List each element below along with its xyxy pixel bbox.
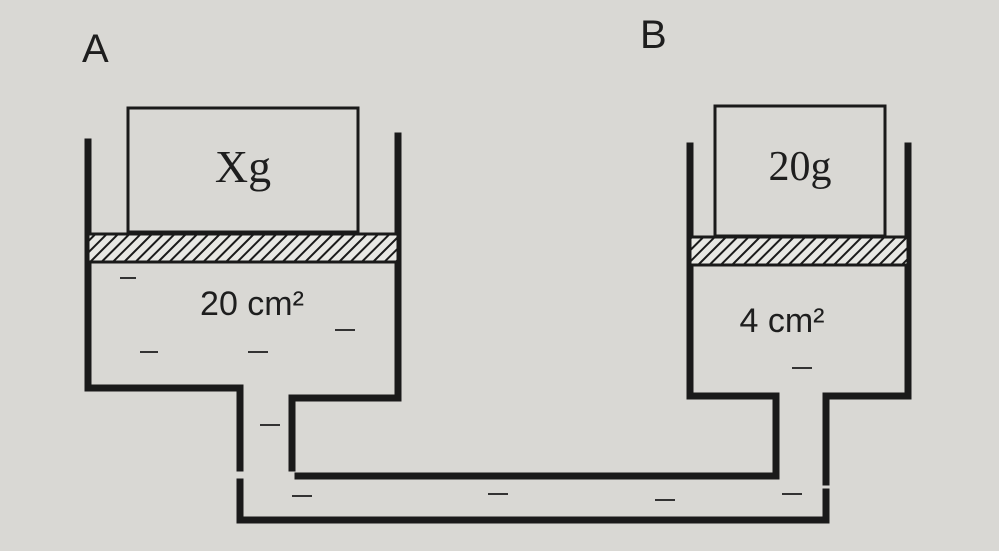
piston-b xyxy=(688,235,910,267)
weight-a: Xg xyxy=(126,106,360,234)
container-a xyxy=(84,132,402,472)
area-b-label: 4 cm² xyxy=(740,302,825,340)
area-a-label: 20 cm² xyxy=(200,285,304,323)
label-b: B xyxy=(640,13,667,57)
liquid-marks xyxy=(120,277,812,501)
mass-b-label: 20g xyxy=(769,144,832,190)
weight-b: 20g xyxy=(713,104,887,238)
label-a: A xyxy=(82,27,109,71)
mass-a-label: Xg xyxy=(215,141,271,192)
connecting-pipe xyxy=(236,478,830,524)
piston-a xyxy=(86,232,400,264)
container-b xyxy=(294,142,912,486)
